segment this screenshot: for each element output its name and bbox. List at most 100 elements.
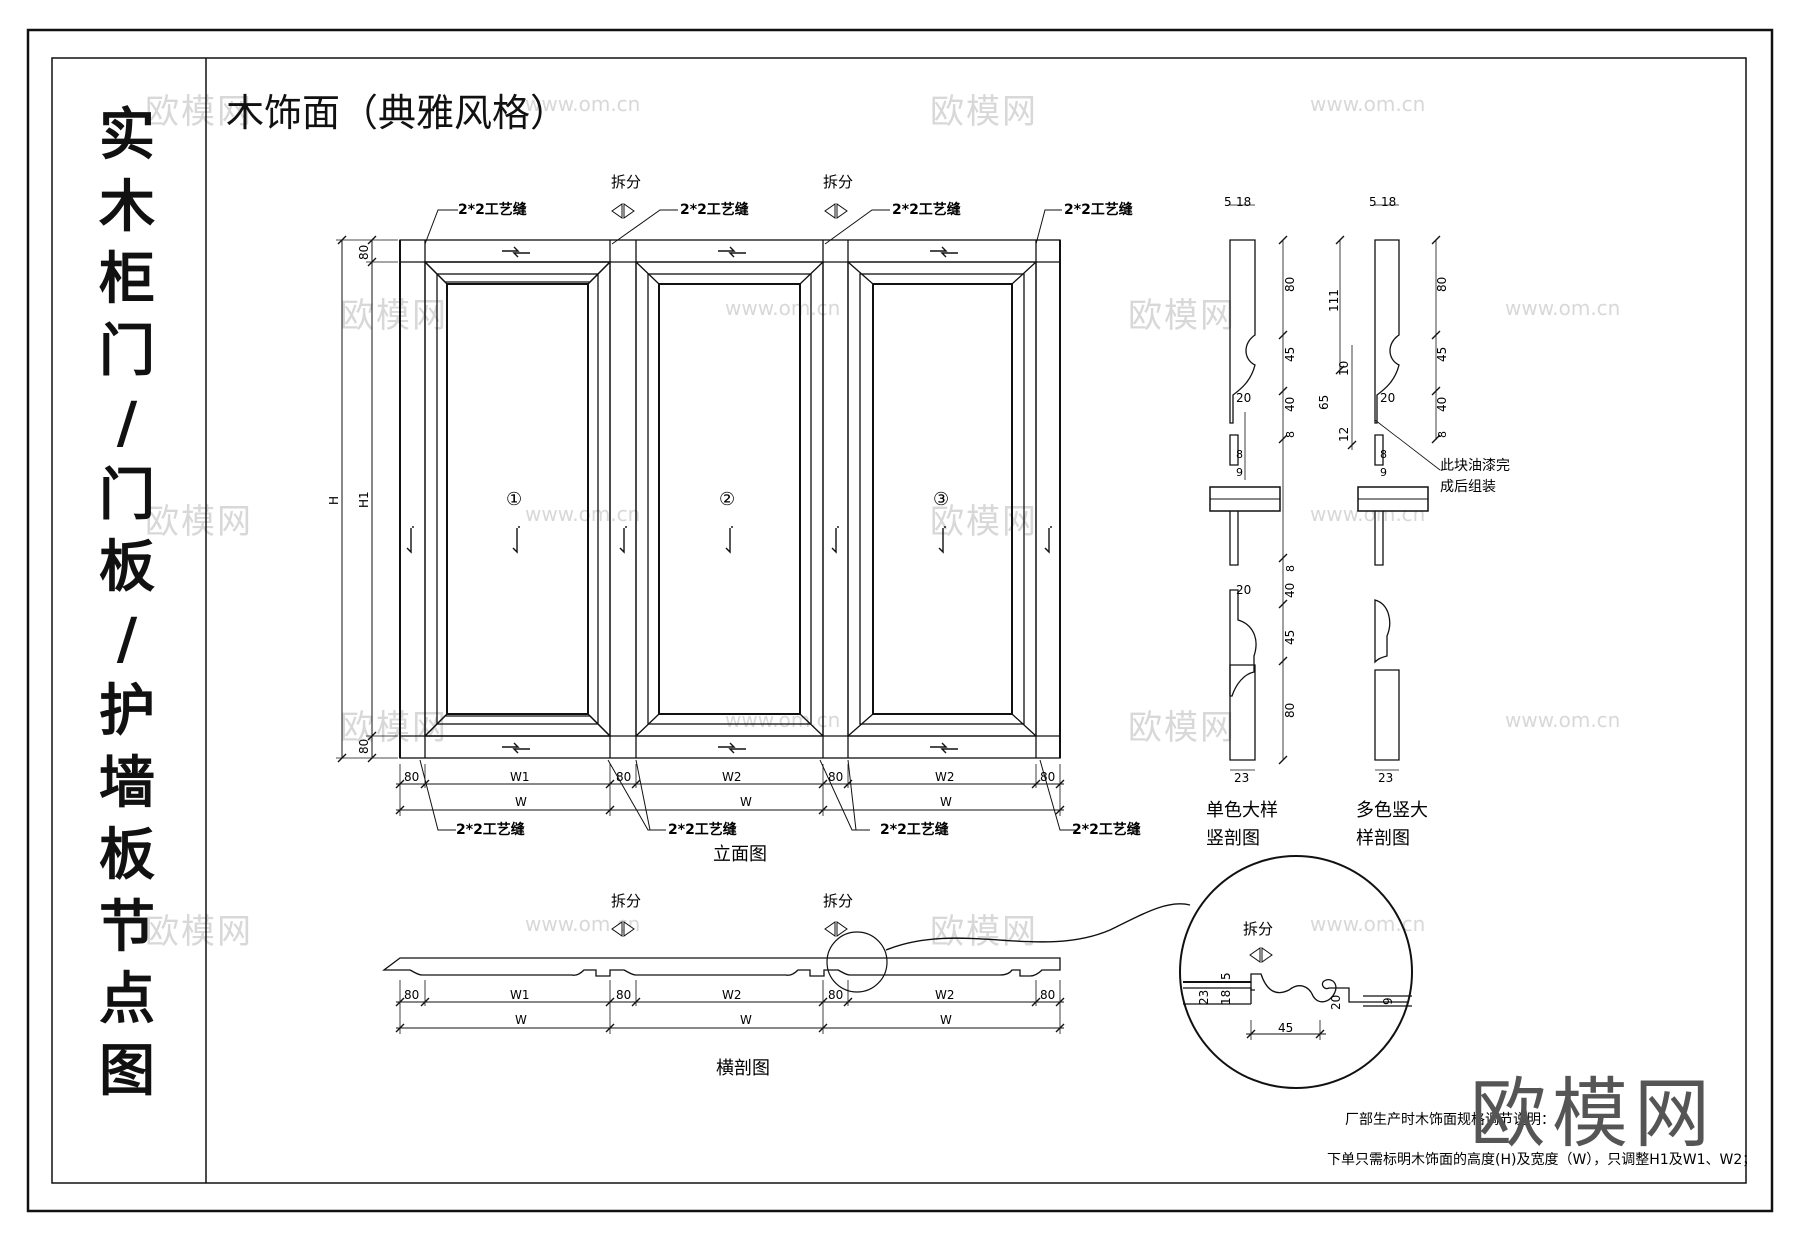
seam-label: 2*2工艺缝 bbox=[880, 821, 949, 838]
sec2-dim: 40 bbox=[1435, 397, 1449, 412]
detail-callout bbox=[1179, 855, 1413, 1089]
dim-w: W bbox=[515, 1013, 527, 1027]
seam-label: 2*2工艺缝 bbox=[892, 201, 961, 218]
sec1-dim: 5 bbox=[1224, 195, 1232, 209]
sec1-caption: 竖剖图 bbox=[1206, 828, 1260, 849]
sec1-dim: 23 bbox=[1234, 771, 1249, 785]
panel-number: ① bbox=[506, 489, 522, 510]
sec2-caption: 样剖图 bbox=[1356, 828, 1410, 849]
vertical-title-char: 护 bbox=[99, 679, 155, 744]
split-label: 拆分 bbox=[823, 892, 853, 910]
sec1-dim: 40 bbox=[1283, 583, 1297, 598]
sec2-dim: 9 bbox=[1380, 466, 1387, 479]
dim-rail: 80 bbox=[357, 739, 371, 754]
outer-border bbox=[26, 28, 1774, 1213]
sec2-dim: 10 bbox=[1337, 361, 1351, 376]
note-line-1: 厂部生产时木饰面规格调节说明： bbox=[1345, 1112, 1555, 1128]
dim-w: W bbox=[740, 795, 752, 809]
sec1-dim: 18 bbox=[1236, 195, 1251, 209]
vertical-title-char: 墙 bbox=[99, 751, 155, 816]
vertical-title-char: / bbox=[116, 391, 138, 456]
dim-w2: W2 bbox=[935, 770, 955, 784]
sec1-dim: 45 bbox=[1283, 347, 1297, 362]
dim-h: H bbox=[327, 496, 341, 505]
sec2-dim: 45 bbox=[1435, 347, 1449, 362]
seam-label: 2*2工艺缝 bbox=[668, 821, 737, 838]
cs-dim: W1 bbox=[510, 988, 530, 1002]
dim-h1: H1 bbox=[357, 491, 371, 508]
split-label: 拆分 bbox=[611, 892, 641, 910]
sec2-note: 成后组装 bbox=[1440, 479, 1496, 495]
vertical-title-char: 柜 bbox=[99, 247, 155, 312]
vertical-title-char: 门 bbox=[99, 463, 155, 528]
note-line-2: 下单只需标明木饰面的高度(H)及宽度（W），只调整H1及W1、W2； bbox=[1327, 1151, 1756, 1168]
seam-label: 2*2工艺缝 bbox=[1064, 201, 1133, 218]
sec2-dim: 5 bbox=[1369, 195, 1377, 209]
seam-label: 2*2工艺缝 bbox=[458, 201, 527, 218]
cross-section bbox=[382, 903, 1191, 1034]
dim-stile: 80 bbox=[404, 770, 419, 784]
vertical-title-char: 点 bbox=[99, 967, 155, 1032]
sec1-dim: 8 bbox=[1284, 431, 1297, 438]
elevation-view bbox=[336, 203, 1078, 831]
detail-dim: 9 bbox=[1381, 997, 1395, 1005]
sec1-dim: 8 bbox=[1236, 448, 1243, 461]
sec1-dim: 80 bbox=[1283, 277, 1297, 292]
dim-w: W bbox=[515, 795, 527, 809]
vertical-title-char: 图 bbox=[99, 1039, 155, 1104]
sec2-dim: 8 bbox=[1380, 448, 1387, 461]
section-single bbox=[1209, 204, 1288, 771]
sec2-note: 此块油漆完 bbox=[1440, 458, 1510, 474]
detail-dim: 23 bbox=[1197, 990, 1211, 1005]
dim-w1: W1 bbox=[510, 770, 530, 784]
section-multi bbox=[1335, 204, 1441, 771]
dim-w2: W2 bbox=[722, 770, 742, 784]
sec2-dim: 8 bbox=[1436, 431, 1449, 438]
page-title: 木饰面（典雅风格） bbox=[226, 91, 569, 135]
cross-section-caption: 横剖图 bbox=[716, 1058, 770, 1079]
vertical-title-char: 节 bbox=[99, 895, 155, 960]
detail-dim: 20 bbox=[1329, 995, 1343, 1010]
sec2-caption: 多色竖大 bbox=[1356, 800, 1428, 821]
dim-rail: 80 bbox=[357, 245, 371, 260]
dim-w: W bbox=[940, 795, 952, 809]
split-label: 拆分 bbox=[1243, 920, 1273, 938]
seam-label: 2*2工艺缝 bbox=[680, 201, 749, 218]
dim-stile: 80 bbox=[616, 770, 631, 784]
dim-stile: 80 bbox=[1040, 770, 1055, 784]
cs-dim: 80 bbox=[1040, 988, 1055, 1002]
sec2-dim: 80 bbox=[1435, 277, 1449, 292]
vertical-title-char: 实 bbox=[99, 103, 155, 168]
cs-dim: W2 bbox=[935, 988, 955, 1002]
sec1-dim: 20 bbox=[1236, 583, 1251, 597]
dim-w: W bbox=[740, 1013, 752, 1027]
dim-w: W bbox=[940, 1013, 952, 1027]
panel-number: ③ bbox=[933, 489, 949, 510]
sec1-caption: 单色大样 bbox=[1206, 800, 1278, 821]
sec1-dim: 20 bbox=[1236, 391, 1251, 405]
cs-dim: 80 bbox=[828, 988, 843, 1002]
sec2-dim: 65 bbox=[1317, 395, 1331, 410]
sec1-dim: 80 bbox=[1283, 703, 1297, 718]
elevation-caption: 立面图 bbox=[713, 844, 767, 865]
split-label: 拆分 bbox=[611, 173, 641, 191]
panel-number: ② bbox=[719, 489, 735, 510]
vertical-title-char: / bbox=[116, 607, 138, 672]
sec1-dim: 40 bbox=[1283, 397, 1297, 412]
sec1-dim: 45 bbox=[1283, 630, 1297, 645]
detail-dim: 45 bbox=[1278, 1021, 1293, 1035]
cs-dim: W2 bbox=[722, 988, 742, 1002]
vertical-title-char: 木 bbox=[99, 175, 155, 240]
detail-dim: 18 bbox=[1219, 990, 1233, 1005]
sec2-dim: 18 bbox=[1381, 195, 1396, 209]
cs-dim: 80 bbox=[404, 988, 419, 1002]
inner-border bbox=[51, 57, 1747, 1184]
vertical-title-char: 门 bbox=[99, 319, 155, 384]
sec2-dim: 12 bbox=[1337, 427, 1351, 442]
seam-label: 2*2工艺缝 bbox=[1072, 821, 1141, 838]
cs-dim: 80 bbox=[616, 988, 631, 1002]
vertical-title: 实 木 柜 门 / 门 板 / 护 墙 板 节 点 图 bbox=[92, 100, 162, 1108]
vertical-title-char: 板 bbox=[99, 535, 155, 600]
sec1-dim: 8 bbox=[1284, 565, 1297, 572]
